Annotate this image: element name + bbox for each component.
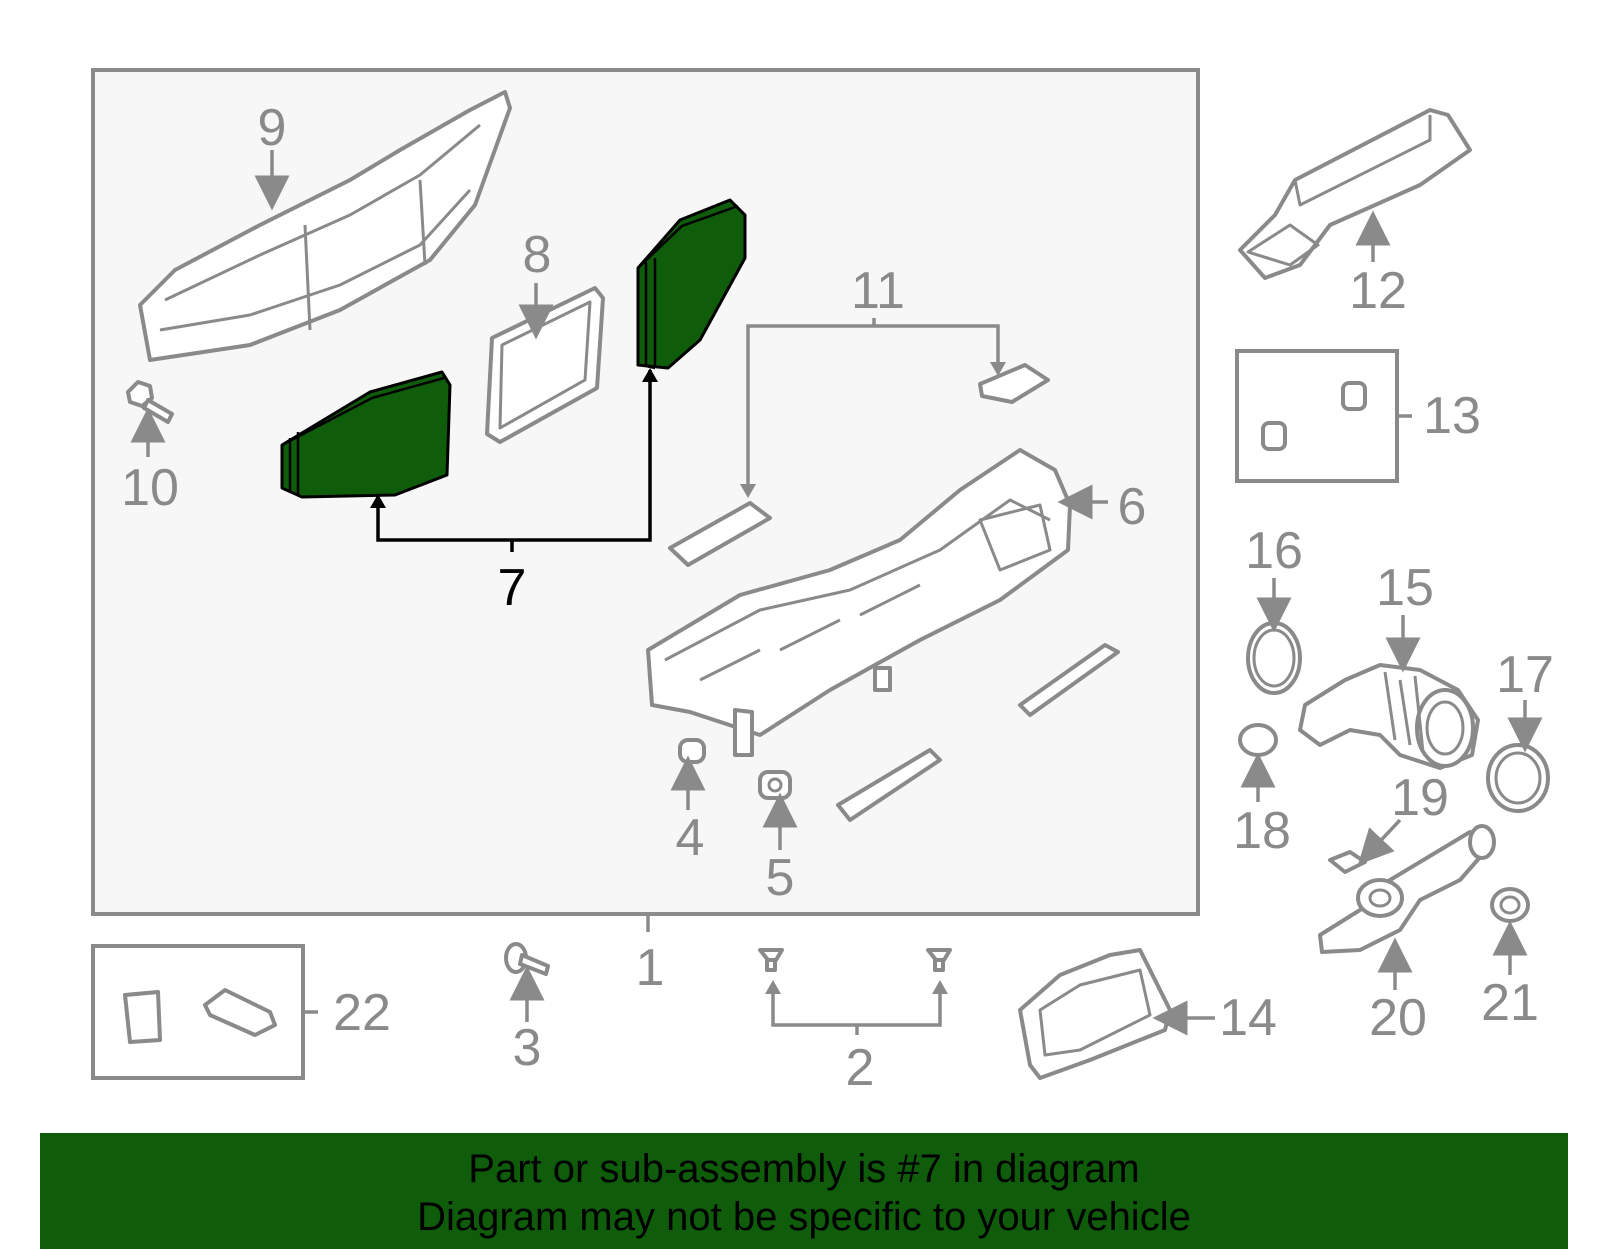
callout-11: 11 [851, 262, 905, 320]
part-5-grommet[interactable] [758, 770, 792, 800]
part-7-air-filter-left[interactable] [280, 370, 452, 499]
part-4-grommet[interactable] [678, 738, 706, 764]
callout-4: 4 [676, 809, 705, 867]
part-17-clamp[interactable] [1486, 743, 1550, 813]
callout-3: 3 [513, 1019, 542, 1077]
part-8-gasket[interactable] [485, 286, 605, 444]
callout-12: 12 [1349, 262, 1407, 320]
callout-1: 1 [636, 939, 665, 997]
part-21-fitting[interactable] [1490, 887, 1530, 923]
callout-5: 5 [766, 849, 795, 907]
callout-11-arrowhead-left [740, 484, 756, 498]
part-20-pipe[interactable] [1318, 824, 1496, 954]
callout-2-arrowhead-left [765, 980, 781, 994]
callout-9: 9 [258, 99, 287, 157]
callout-10: 10 [121, 459, 179, 517]
part-7-air-filter-right[interactable] [636, 198, 747, 370]
part-18-clip[interactable] [1238, 723, 1278, 757]
part-6-lower-housing[interactable] [646, 448, 1072, 757]
banner-line-2: Diagram may not be specific to your vehi… [417, 1195, 1191, 1239]
part-11-seal-upper[interactable] [978, 363, 1050, 404]
callout-7: 7 [498, 559, 527, 617]
callout-15: 15 [1376, 559, 1434, 617]
callout-2: 2 [846, 1039, 875, 1097]
callout-18: 18 [1233, 802, 1291, 860]
part-11-seal-lower[interactable] [668, 501, 772, 567]
callout-14: 14 [1219, 989, 1277, 1047]
part-3-screw[interactable] [504, 942, 550, 976]
part-15-intake-hose[interactable] [1298, 663, 1480, 770]
callout-19: 19 [1391, 769, 1449, 827]
part-16-clamp[interactable] [1246, 621, 1302, 695]
part-9-upper-housing[interactable] [138, 90, 512, 362]
part-12-intake-duct[interactable] [1238, 108, 1472, 280]
part-19-clip[interactable] [1328, 850, 1367, 874]
callout-2-arrowhead-right [932, 980, 948, 994]
part-22-components[interactable] [123, 988, 277, 1044]
part-13-grommets[interactable] [1261, 381, 1367, 451]
callout-7-arrowhead-right [642, 368, 658, 382]
callout-7-bracket [376, 370, 652, 542]
callout-11-arrowhead-right [990, 362, 1006, 376]
part-2-screws[interactable] [758, 948, 952, 972]
callout-17: 17 [1496, 646, 1554, 704]
callout-13: 13 [1423, 387, 1481, 445]
banner-line-1: Part or sub-assembly is #7 in diagram [468, 1147, 1140, 1191]
part-13-box [1235, 349, 1399, 483]
callout-22: 22 [333, 984, 391, 1042]
callout-6: 6 [1118, 478, 1147, 536]
callout-16: 16 [1245, 522, 1303, 580]
callout-2-bracket [771, 990, 942, 1027]
callout-7-arrowhead-left [370, 494, 386, 508]
seal-strip-lower[interactable] [836, 748, 942, 822]
callout-21: 21 [1481, 974, 1539, 1032]
callout-20: 20 [1369, 989, 1427, 1047]
seal-strip-right[interactable] [1018, 643, 1120, 717]
callout-19-leader [1358, 818, 1402, 865]
info-banner: Part or sub-assembly is #7 in diagram Di… [40, 1133, 1568, 1249]
part-14-duct[interactable] [1018, 948, 1172, 1080]
callout-8: 8 [523, 226, 552, 284]
